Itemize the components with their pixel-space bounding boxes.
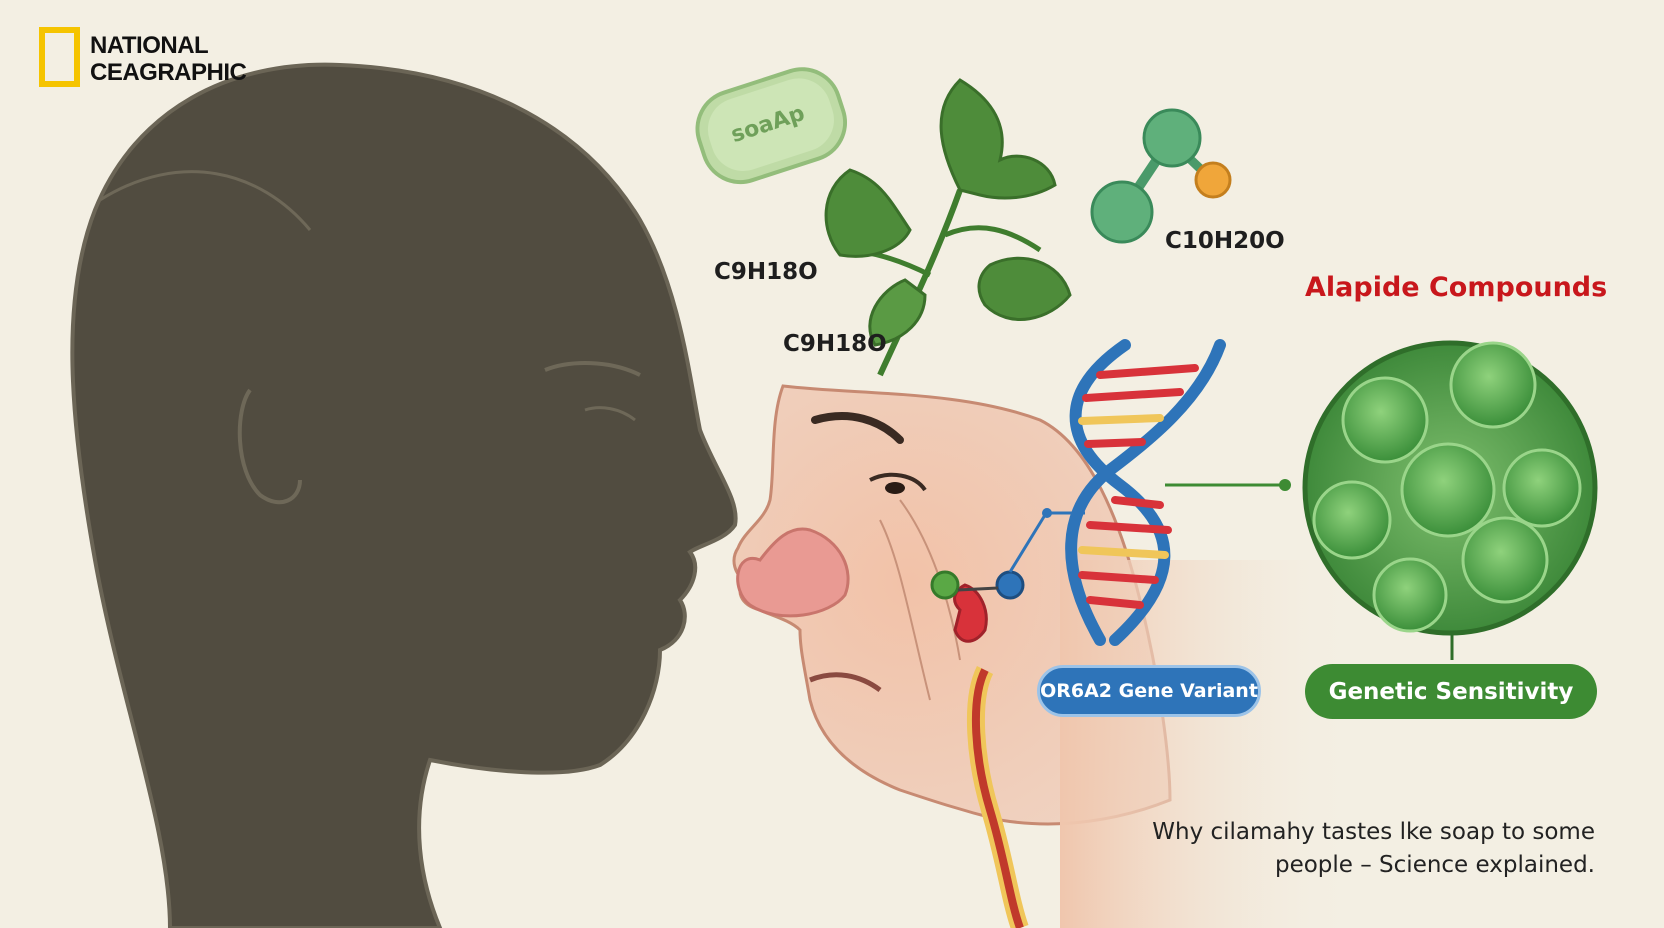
logo-frame-icon xyxy=(39,27,80,87)
caption: Why cilamahy tastes lke soap to some peo… xyxy=(1100,816,1595,882)
dna-helix-icon xyxy=(1065,339,1291,646)
cell-cluster-icon xyxy=(1302,340,1598,660)
logo-line-2: CEAGRAPHIC xyxy=(90,59,247,86)
genetic-sensitivity-label: Genetic Sensitivity xyxy=(1305,664,1597,719)
cilantro-leaf-icon xyxy=(824,78,1072,377)
compounds-heading: Alapide Compounds xyxy=(1305,272,1608,303)
logo-line-1: NATIONAL xyxy=(90,32,209,59)
molecule-icon xyxy=(1090,108,1232,244)
caption-line-2: people – Science explained. xyxy=(1274,852,1595,878)
caption-line-1: Why cilamahy tastes lke soap to some xyxy=(1152,819,1595,845)
soap-bar-icon xyxy=(695,67,848,185)
person-silhouette xyxy=(70,62,738,928)
logo-text: NATIONAL CEAGRAPHIC xyxy=(90,32,247,86)
formula-label-3: C10H20O xyxy=(1165,228,1285,254)
formula-label-2: C9H18O xyxy=(783,331,887,357)
gene-variant-label: OR6A2 Gene Variant xyxy=(1037,665,1261,717)
formula-label-1: C9H18O xyxy=(714,259,818,285)
